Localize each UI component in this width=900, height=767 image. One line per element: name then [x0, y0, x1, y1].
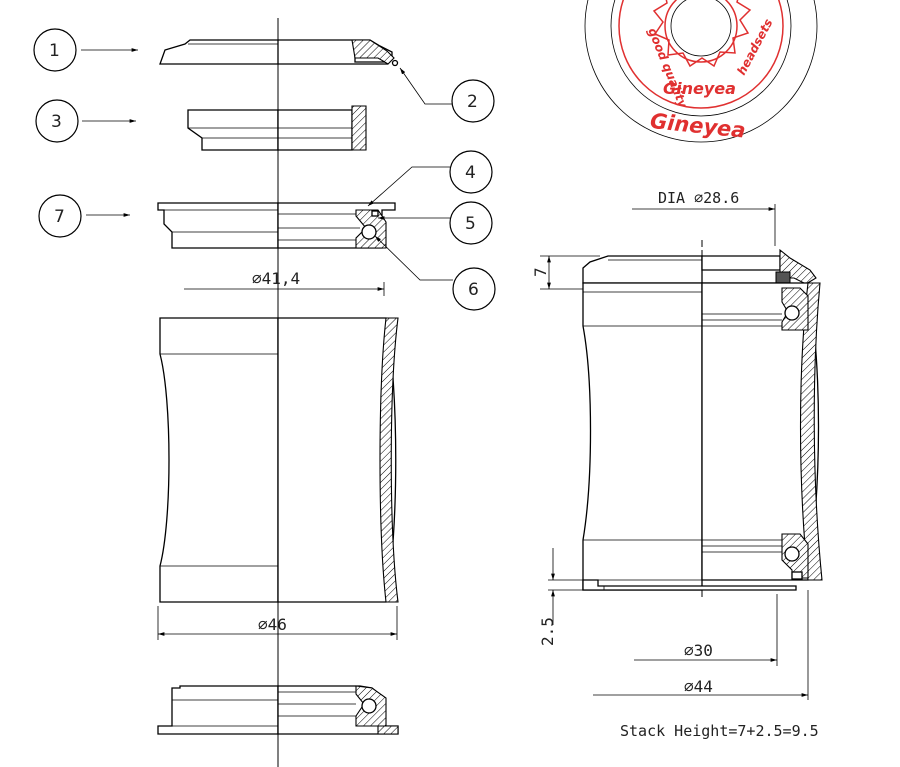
svg-text:6: 6 — [468, 280, 479, 300]
dimension-dia-top: DIA ∅28.6 — [632, 189, 776, 246]
svg-text:2.5: 2.5 — [538, 617, 557, 646]
stack-height-label: Stack Height=7+2.5=9.5 — [620, 722, 819, 740]
svg-text:DIA ∅28.6: DIA ∅28.6 — [658, 189, 739, 207]
dimension-dia-44: ∅44 — [593, 590, 809, 700]
svg-text:∅44: ∅44 — [684, 677, 713, 696]
dimension-dia-30: ∅30 — [634, 594, 778, 666]
part-top-cap — [159, 39, 399, 67]
callout-7: 7 — [38, 194, 130, 238]
callout-2: 2 — [399, 67, 495, 123]
dimension-cup-dia: ∅46 — [157, 606, 398, 640]
logo-brand-outer: Gineyea — [649, 109, 747, 143]
callout-3: 3 — [35, 99, 136, 143]
svg-text:1: 1 — [49, 41, 60, 61]
callout-6: 6 — [374, 235, 496, 311]
svg-text:2: 2 — [467, 92, 478, 112]
part-top-cup — [157, 202, 396, 249]
svg-text:∅30: ∅30 — [684, 641, 713, 660]
callout-1: 1 — [33, 28, 138, 72]
svg-text:5: 5 — [465, 214, 476, 234]
part-head-tube — [159, 317, 399, 603]
gear-ring-icon — [652, 0, 752, 68]
part-compression-ring — [187, 105, 367, 151]
svg-text:4: 4 — [465, 163, 476, 183]
logo-brand-inner: Gineyea — [663, 79, 736, 98]
svg-text:7: 7 — [531, 267, 550, 277]
part-bottom-cup — [157, 685, 399, 735]
svg-text:∅41,4: ∅41,4 — [252, 269, 300, 288]
dimension-inner-dia: ∅41,4 — [184, 269, 385, 296]
brand-logo-disc: good quality headsets Gineyea Gineyea — [584, 0, 818, 143]
svg-text:∅46: ∅46 — [258, 615, 287, 634]
logo-ring-text-right: headsets — [734, 17, 775, 78]
svg-text:3: 3 — [51, 112, 62, 132]
dimension-height-7: 7 — [531, 255, 600, 290]
callout-4: 4 — [367, 150, 493, 207]
dimension-height-2-5: 2.5 — [538, 548, 596, 646]
assembly-section — [582, 248, 823, 591]
svg-text:7: 7 — [54, 207, 65, 227]
callout-5: 5 — [378, 201, 493, 245]
